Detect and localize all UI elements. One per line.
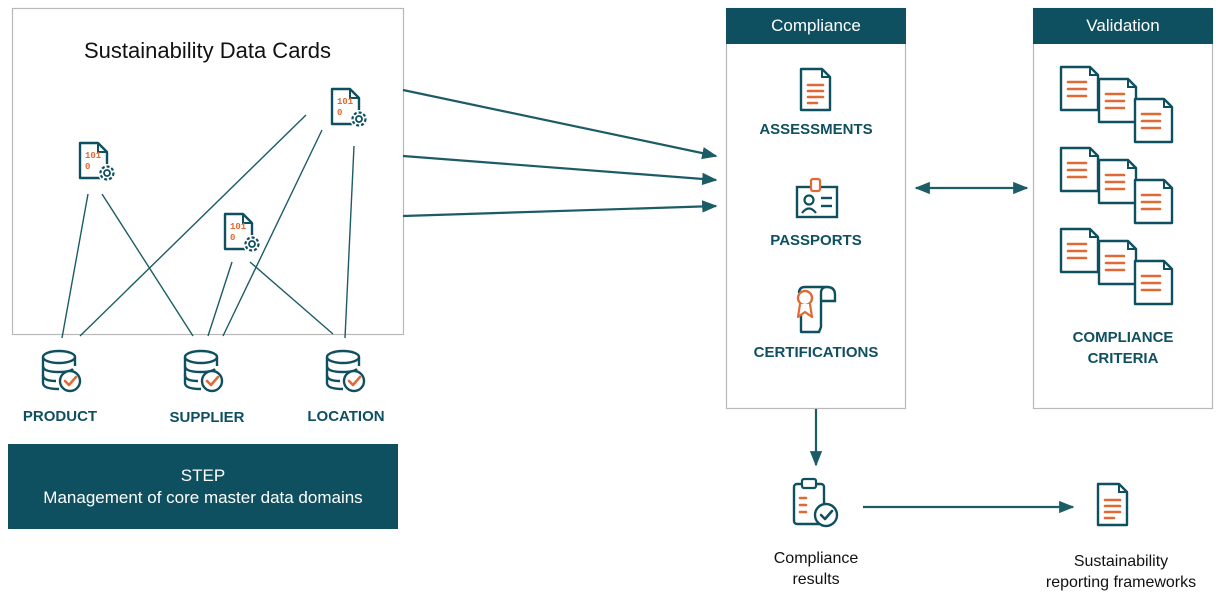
framework-document-icon: [1096, 482, 1129, 527]
compliance-header-label: Compliance: [771, 16, 861, 35]
passport-id-icon: [795, 177, 839, 219]
assessment-document-icon: [799, 67, 832, 112]
passports-label: PASSPORTS: [770, 232, 862, 249]
product-database-icon: [41, 349, 82, 393]
data-cards-panel: [11, 7, 405, 336]
supplier-label: SUPPLIER: [169, 409, 245, 426]
validation-header: [1033, 8, 1213, 44]
compliance-criteria-label-line2: CRITERIA: [1087, 350, 1159, 367]
step-title: STEP: [180, 466, 226, 485]
step-box: [8, 444, 398, 529]
compliance-header: [726, 8, 906, 44]
product-label: PRODUCT: [22, 408, 98, 425]
results-caption-line1: Compliance: [773, 550, 859, 567]
compliance-criteria-label-line1: COMPLIANCE: [1072, 329, 1174, 346]
validation-header-label: Validation: [1086, 16, 1160, 35]
location-database-icon: [325, 349, 366, 393]
cards-to-compliance-arrow: [402, 154, 718, 186]
cards-to-compliance-arrow: [402, 88, 718, 160]
clipboard-check-icon: [792, 477, 839, 528]
cards-panel-title: Sustainability Data Cards: [83, 38, 331, 63]
step-subtitle: Management of core master data domains: [43, 488, 363, 507]
certificate-icon: [796, 285, 837, 334]
frameworks-caption-line2: reporting frameworks: [1045, 574, 1197, 591]
supplier-database-icon: [183, 349, 224, 393]
certifications-label: CERTIFICATIONS: [753, 344, 879, 361]
cards-to-compliance-arrow: [402, 200, 718, 218]
results-caption-line2: results: [792, 571, 840, 588]
frameworks-caption-line1: Sustainability: [1073, 553, 1169, 570]
assessments-label: ASSESSMENTS: [759, 121, 873, 138]
card-domain-links: [61, 114, 355, 339]
location-label: LOCATION: [307, 408, 385, 425]
